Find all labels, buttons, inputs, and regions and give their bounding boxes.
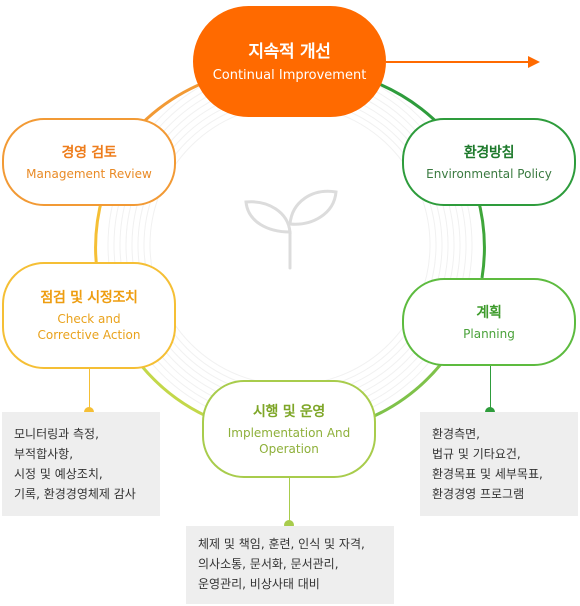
node-subtitle: Management Review [26,166,152,181]
node-subtitle: Implementation And Operation [227,425,351,456]
detail-box-plan: 환경측면, 법규 및 기타요건, 환경목표 및 세부목표, 환경경영 프로그램 [420,412,578,516]
node-continual-improvement: 지속적 개선 Continual Improvement [193,6,386,117]
detail-box-do: 체제 및 책임, 훈련, 인식 및 자격, 의사소통, 문서화, 문서관리, 운… [186,526,394,604]
sprout-icon [244,189,338,270]
detail-line: 체제 및 책임, 훈련, 인식 및 자격, [198,537,365,551]
detail-line: 환경경영 프로그램 [432,487,525,501]
node-title: 시행 및 운영 [252,403,326,420]
node-subtitle: Continual Improvement [212,67,367,83]
node-implementation-operation: 시행 및 운영 Implementation And Operation [202,380,376,478]
detail-line: 부적합사항, [14,447,74,461]
node-subtitle: Environmental Policy [426,166,552,181]
detail-line: 기록, 환경경영체제 감사 [14,487,136,501]
node-check-corrective-action: 점검 및 시정조치 Check and Corrective Action [2,262,176,369]
detail-line: 환경측면, [432,427,480,441]
detail-line: 의사소통, 문서화, 문서관리, [198,557,339,571]
node-planning: 계획 Planning [402,278,576,366]
detail-line: 환경목표 및 세부목표, [432,467,543,481]
detail-line: 모니터링과 측정, [14,427,99,441]
connector-line-check [89,369,90,409]
node-title: 점검 및 시정조치 [40,290,138,306]
arrow-right-icon [386,56,540,68]
node-title: 계획 [476,304,502,321]
node-subtitle: Planning [463,326,515,341]
connector-line-plan [490,366,491,409]
node-title: 경영 검토 [61,144,117,161]
cycle-arc-policy-plan [475,194,486,279]
connector-line-do [289,478,290,522]
detail-line: 운영관리, 비상사태 대비 [198,577,320,591]
node-title: 지속적 개선 [248,41,331,62]
detail-line: 시정 및 예상조치, [14,467,103,481]
node-subtitle: Check and Corrective Action [37,312,141,342]
detail-box-check: 모니터링과 측정, 부적합사항, 시정 및 예상조치, 기록, 환경경영체제 감… [2,412,160,516]
node-management-review: 경영 검토 Management Review [2,118,176,206]
node-environmental-policy: 환경방침 Environmental Policy [402,118,576,206]
connector-dot-do [284,520,294,530]
node-title: 환경방침 [463,144,515,161]
detail-line: 법규 및 기타요건, [432,447,521,461]
